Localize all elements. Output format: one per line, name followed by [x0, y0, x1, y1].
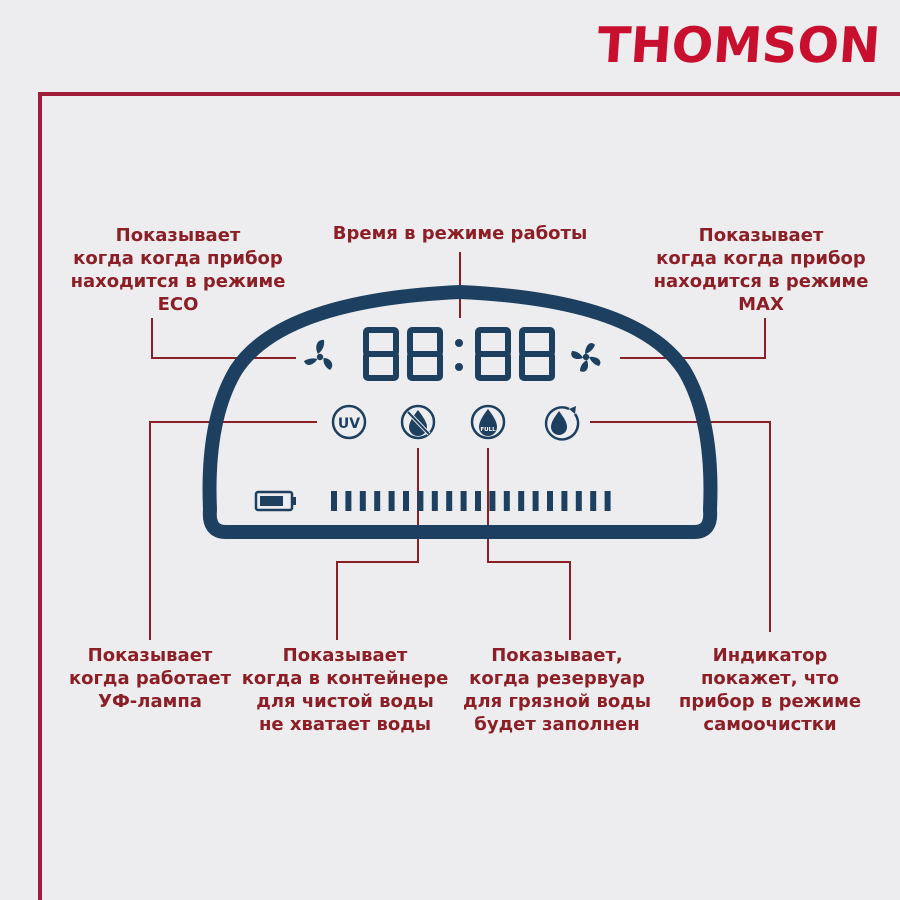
level-bar-segment	[345, 491, 352, 511]
digit-2	[407, 327, 443, 381]
label-clean-water: Показывает когда в контейнере для чистой…	[241, 645, 449, 735]
label-time: Время в режиме работы	[332, 223, 588, 244]
label-uv: Показывает когда работает УФ-лампа	[68, 645, 232, 712]
callout-line-dirty-water	[487, 448, 571, 640]
full-text: FULL	[480, 427, 496, 433]
level-bar-segment	[532, 491, 539, 511]
level-bar-segment	[403, 491, 409, 511]
full-drop-icon: FULL	[470, 404, 506, 440]
level-bar-segment	[561, 491, 568, 511]
level-bar-segment	[331, 491, 337, 511]
digit-4	[519, 327, 555, 381]
level-bar-segment	[604, 491, 611, 511]
frame-left-border	[38, 92, 42, 900]
callout-line-uv	[149, 421, 317, 640]
level-bar	[331, 491, 611, 511]
max-fan-icon	[571, 343, 601, 372]
level-bar-segment	[359, 491, 366, 511]
level-bar-segment	[575, 491, 582, 511]
level-bar-segment	[417, 491, 424, 511]
time-readout	[363, 327, 555, 381]
level-bar-segment	[475, 491, 481, 511]
uv-text: UV	[338, 416, 360, 432]
frame-top-border	[38, 92, 900, 96]
level-bar-segment	[374, 491, 381, 511]
callout-line-clean-water	[336, 448, 419, 640]
label-eco: Показывает когда когда прибор находится …	[70, 225, 286, 315]
label-self-clean: Индикатор покажет, что прибор в режиме с…	[678, 645, 862, 735]
digit-1	[363, 327, 399, 381]
level-bar-segment	[547, 491, 553, 511]
battery-icon	[254, 490, 296, 512]
label-dirty-water: Показывает, когда резервуар для грязной …	[462, 645, 652, 735]
level-bar-segment	[460, 491, 467, 511]
no-water-drop-icon	[400, 404, 436, 440]
label-max: Показывает когда когда прибор находится …	[653, 225, 869, 315]
uv-lamp-icon: UV	[331, 404, 367, 440]
self-clean-drop-icon	[544, 406, 580, 441]
callout-lines	[149, 252, 771, 640]
level-bar-segment	[431, 491, 438, 511]
level-bar-segment	[503, 491, 510, 511]
time-colon	[455, 339, 463, 371]
level-bar-segment	[388, 491, 395, 511]
level-bar-segment	[489, 491, 496, 511]
level-bar-segment	[446, 491, 453, 511]
eco-fan-icon	[304, 339, 333, 370]
level-bar-segment	[518, 491, 525, 511]
level-bar-segment	[590, 491, 597, 511]
digit-3	[475, 327, 511, 381]
callout-line-self-clean	[590, 421, 771, 632]
display-outline	[202, 285, 718, 539]
